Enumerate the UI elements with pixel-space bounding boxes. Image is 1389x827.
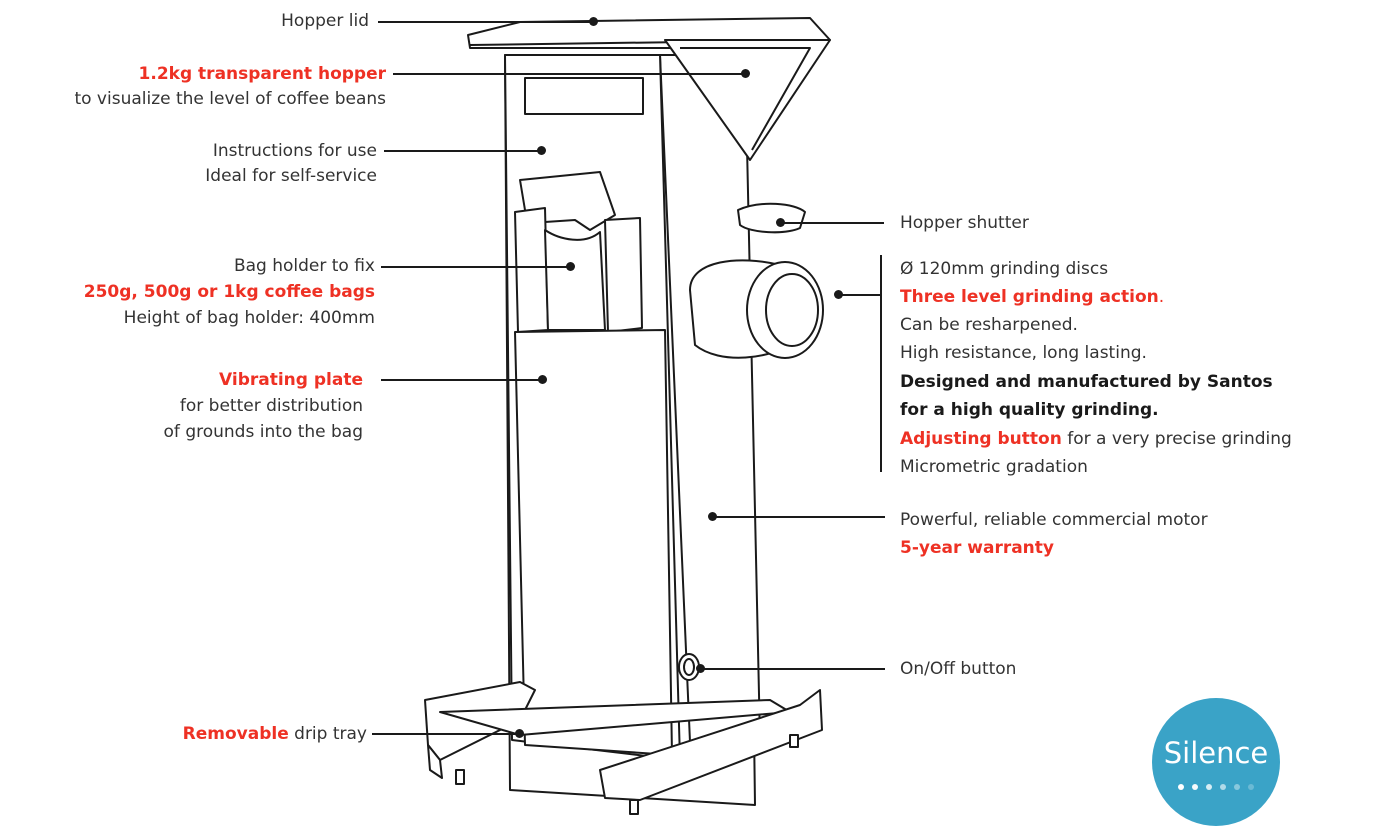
vibrating-plate-leader — [381, 379, 543, 381]
designed-line-1: Designed and manufactured by Santos — [900, 372, 1273, 392]
silence-logo-text: Silence — [1163, 736, 1269, 770]
logo-dot — [1220, 784, 1226, 790]
designed-line-2: for a high quality grinding. — [900, 400, 1159, 420]
micrometric-label: Micrometric gradation — [900, 457, 1088, 477]
hopper-desc: to visualize the level of coffee beans — [74, 89, 386, 109]
silence-logo: Silence — [1152, 698, 1280, 826]
onoff-leader — [700, 668, 885, 670]
logo-dot — [1248, 784, 1254, 790]
bag-holder-line-1: Bag holder to fix — [233, 256, 375, 276]
drip-tray-dot — [515, 729, 524, 738]
hopper-leader — [393, 73, 746, 75]
adjusting-bold: Adjusting button — [900, 429, 1062, 449]
hopper-title: 1.2kg transparent hopper — [138, 64, 386, 84]
vibrating-plate-desc-1: for better distribution — [179, 396, 363, 416]
logo-dot — [1178, 784, 1184, 790]
bag-holder-dot — [566, 262, 575, 271]
bag-holder-leader — [381, 266, 571, 268]
resharpened-label: Can be resharpened. — [900, 315, 1078, 335]
hopper-lid-label: Hopper lid — [281, 11, 369, 31]
onoff-dot — [696, 664, 705, 673]
bag-holder-line-3: Height of bag holder: 400mm — [123, 308, 375, 328]
hopper-shutter-label: Hopper shutter — [900, 213, 1029, 233]
drip-tray-rest: drip tray — [288, 724, 367, 744]
hopper-lid-dot — [589, 17, 598, 26]
instructions-line-1: Instructions for use — [212, 141, 377, 161]
motor-dot — [708, 512, 717, 521]
vibrating-plate-dot — [538, 375, 547, 384]
vibrating-plate-desc-2: of grounds into the bag — [163, 422, 363, 442]
motor-leader — [713, 516, 885, 518]
hopper-dot — [741, 69, 750, 78]
three-level-bold: Three level grinding action — [900, 287, 1159, 307]
grinding-leader — [838, 294, 880, 296]
drip-tray-leader — [372, 733, 520, 735]
motor-label: Powerful, reliable commercial motor — [900, 510, 1208, 530]
grinding-discs: Ø 120mm grinding discs — [900, 259, 1109, 279]
adjusting-rest: for a very precise grinding — [1061, 429, 1292, 449]
instructions-dot — [537, 146, 546, 155]
drip-tray-label: Removable drip tray — [183, 723, 367, 746]
logo-dot — [1234, 784, 1240, 790]
warranty-label: 5-year warranty — [900, 538, 1054, 558]
hopper-shutter-leader — [780, 222, 884, 224]
instructions-line-2: Ideal for self-service — [205, 166, 377, 186]
grinding-dot — [834, 290, 843, 299]
onoff-label: On/Off button — [900, 659, 1017, 679]
vibrating-plate-title: Vibrating plate — [219, 370, 363, 390]
drip-tray-bold: Removable — [182, 724, 289, 744]
hopper-shutter-dot — [776, 218, 785, 227]
instructions-leader — [384, 150, 541, 152]
resistance-label: High resistance, long lasting. — [900, 343, 1147, 363]
adjusting-label: Adjusting button for a very precise grin… — [900, 428, 1292, 451]
grinding-bracket — [880, 255, 882, 472]
three-level-dot: . — [1158, 287, 1165, 307]
bag-holder-line-2: 250g, 500g or 1kg coffee bags — [83, 282, 375, 302]
logo-dot — [1192, 784, 1198, 790]
logo-dot — [1206, 784, 1212, 790]
hopper-lid-leader — [378, 21, 593, 23]
three-level-label: Three level grinding action. — [900, 286, 1164, 309]
